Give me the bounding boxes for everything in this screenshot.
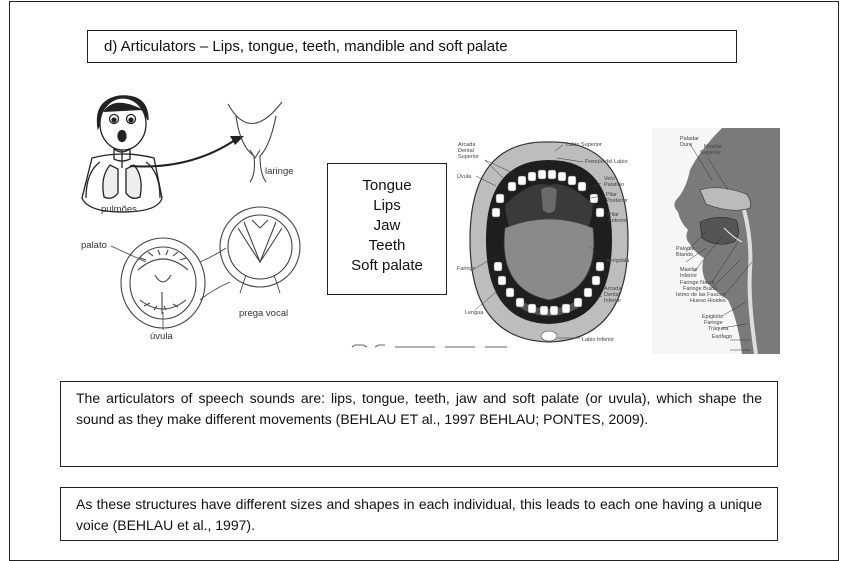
pointer-lines-left: [111, 246, 163, 330]
label-palato: palato: [81, 240, 107, 251]
svg-text:Superior: Superior: [700, 150, 721, 156]
arrow-to-larynx: [130, 136, 244, 166]
label-pulmoes: pulmões: [101, 204, 137, 215]
articulator-item: Soft palate: [328, 256, 446, 276]
svg-text:Úvula: Úvula: [457, 173, 472, 180]
svg-text:Blando: Blando: [676, 252, 693, 258]
unique-voice-text: As these structures have different sizes…: [60, 487, 778, 541]
svg-text:Duro: Duro: [680, 142, 692, 148]
svg-text:Labio Superior: Labio Superior: [566, 142, 602, 148]
caption-fragment: [352, 345, 507, 347]
articulator-item: Jaw: [328, 216, 446, 236]
svg-text:Inferior: Inferior: [680, 273, 697, 279]
svg-text:Lengua: Lengua: [465, 310, 484, 316]
svg-text:Hueso Hioides: Hueso Hioides: [690, 298, 726, 304]
articulator-item: Teeth: [328, 236, 446, 256]
open-mouth-diagram: [470, 142, 628, 342]
boy-figure: [82, 96, 162, 212]
svg-text:Tráquea: Tráquea: [708, 326, 729, 332]
svg-text:Labio Inferior: Labio Inferior: [582, 337, 614, 343]
articulators-definition-text: The articulators of speech sounds are: l…: [60, 381, 778, 467]
label-uvula: úvula: [150, 331, 173, 342]
articulator-item: Tongue: [328, 176, 446, 196]
articulator-list-box: Tongue Lips Jaw Teeth Soft palate: [327, 163, 447, 295]
label-laringe: laringe: [265, 166, 294, 177]
label-prega-vocal: prega vocal: [239, 308, 288, 319]
svg-text:Anterior: Anterior: [608, 218, 627, 224]
svg-text:Frenulo del Labio: Frenulo del Labio: [585, 159, 628, 165]
svg-text:Amígdala: Amígdala: [606, 258, 630, 264]
svg-text:Posterior: Posterior: [606, 198, 628, 204]
svg-text:Esófago: Esófago: [712, 334, 732, 340]
articulator-item: Lips: [328, 196, 446, 216]
svg-text:Palatino: Palatino: [604, 182, 624, 188]
svg-text:Superior: Superior: [458, 154, 479, 160]
vocal-folds-drawing: [220, 207, 300, 287]
svg-text:Inferior: Inferior: [604, 298, 621, 304]
svg-text:Faringe: Faringe: [457, 266, 476, 272]
